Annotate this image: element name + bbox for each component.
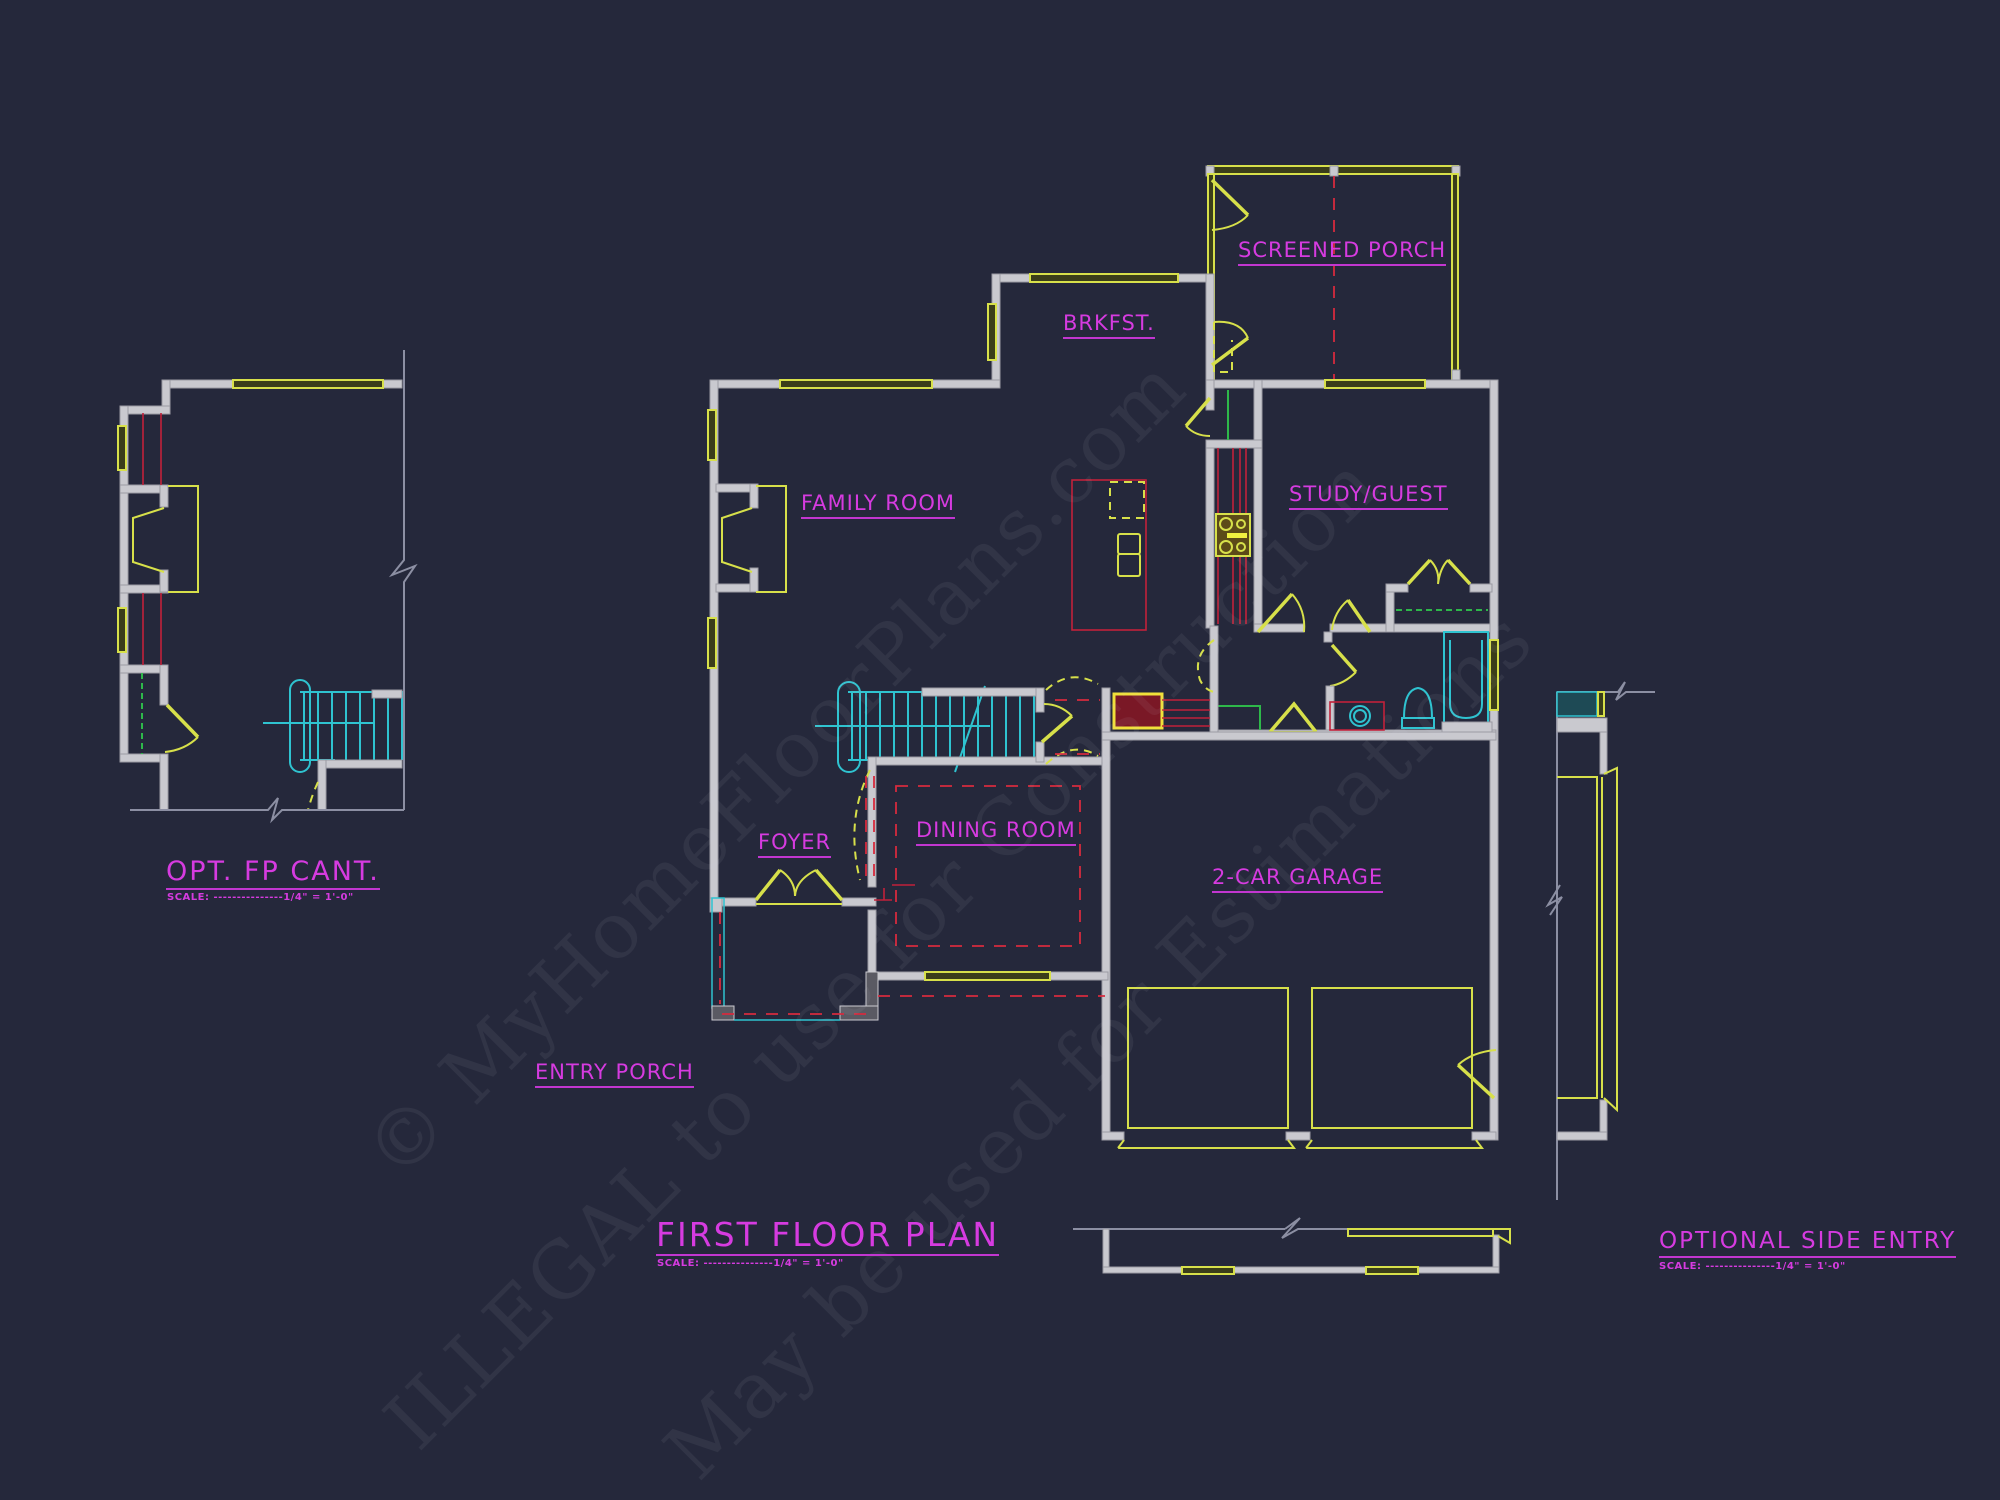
plan-scale-optional-side-entry: SCALE: ---------------1/4" = 1'-0": [1659, 1261, 1846, 1272]
first-floor-plan: [707, 165, 1499, 1149]
stair-treads: [303, 692, 403, 760]
room-label-screened-porch: SCREENED PORCH: [1238, 240, 1447, 266]
optional-side-entry-plan: [1545, 681, 1655, 1200]
plan-scale-first-floor: SCALE: ---------------1/4" = 1'-0": [657, 1258, 844, 1269]
room-label-dining-room: DINING ROOM: [916, 820, 1076, 846]
room-label-garage: 2-CAR GARAGE: [1212, 867, 1384, 893]
room-label-study-guest: STUDY/GUEST: [1289, 484, 1448, 510]
plan-title-opt-fp-cant: OPT. FP CANT.: [166, 858, 380, 890]
cooktop-icon: [1215, 513, 1251, 557]
plan-title-optional-side-entry: OPTIONAL SIDE ENTRY: [1659, 1230, 1957, 1258]
plan-title-first-floor: FIRST FLOOR PLAN: [656, 1215, 1000, 1256]
room-label-brkfst: BRKFST.: [1063, 313, 1155, 339]
opt-fp-cant-plan: [117, 350, 418, 824]
plan-scale-opt-fp-cant: SCALE: ---------------1/4" = 1'-0": [167, 892, 354, 903]
room-label-family-room: FAMILY ROOM: [801, 493, 956, 519]
room-label-entry-porch: ENTRY PORCH: [535, 1062, 694, 1088]
room-label-foyer: FOYER: [758, 832, 832, 858]
garage-side-snippet: [1073, 1217, 1511, 1275]
